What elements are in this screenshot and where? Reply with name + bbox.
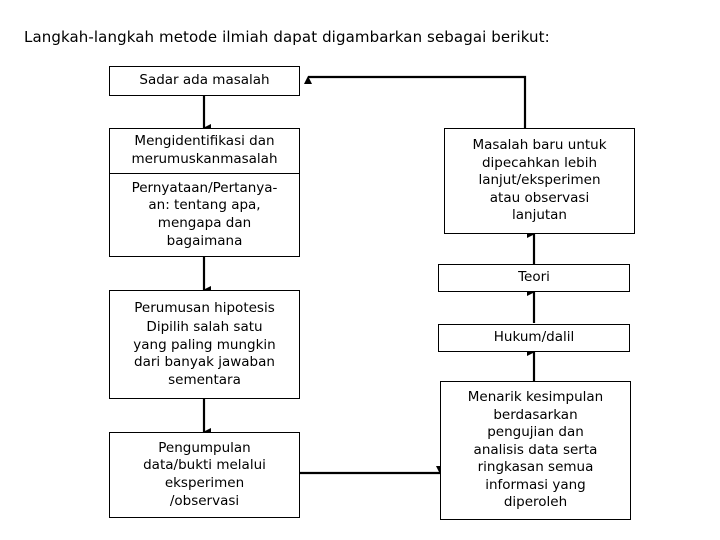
node-sadar-ada-masalah-label: Sadar ada masalah xyxy=(139,72,270,89)
node-pengumpulan-data[interactable]: Pengumpulan data/bukti melalui eksperime… xyxy=(109,432,300,518)
node-sadar-ada-masalah[interactable]: Sadar ada masalah xyxy=(109,66,300,96)
node-mengidentifikasi-detail: Pernyataan/Pertanya- an: tentang apa, me… xyxy=(131,179,278,249)
node-masalah-baru[interactable]: Masalah baru untuk dipecahkan lebih lanj… xyxy=(444,128,635,234)
node-hukum-dalil[interactable]: Hukum/dalil xyxy=(438,324,630,352)
node-perumusan-hipotesis-heading: Perumusan hipotesis xyxy=(134,299,275,316)
node-perumusan-hipotesis[interactable]: Perumusan hipotesis Dipilih salah satu y… xyxy=(109,290,300,399)
node-mengidentifikasi-heading: Mengidentifikasi dan merumuskanmasalah xyxy=(110,129,299,174)
node-masalah-baru-label: Masalah baru untuk dipecahkan lebih lanj… xyxy=(472,137,607,224)
node-pengumpulan-data-label: Pengumpulan data/bukti melalui eksperime… xyxy=(143,439,266,509)
node-mengidentifikasi[interactable]: Mengidentifikasi dan merumuskanmasalah P… xyxy=(109,128,300,257)
node-menarik-kesimpulan[interactable]: Menarik kesimpulan berdasarkan pengujian… xyxy=(440,381,631,520)
page-title: Langkah-langkah metode ilmiah dapat diga… xyxy=(24,28,550,46)
connector-masalah-baru-to-sadar-feedback xyxy=(304,75,527,128)
node-teori-label: Teori xyxy=(518,269,550,286)
node-menarik-kesimpulan-label: Menarik kesimpulan berdasarkan pengujian… xyxy=(467,389,604,511)
node-teori[interactable]: Teori xyxy=(438,264,630,292)
node-perumusan-hipotesis-body: Dipilih salah satu yang paling mungkin d… xyxy=(133,319,276,388)
node-hukum-dalil-label: Hukum/dalil xyxy=(493,329,575,346)
